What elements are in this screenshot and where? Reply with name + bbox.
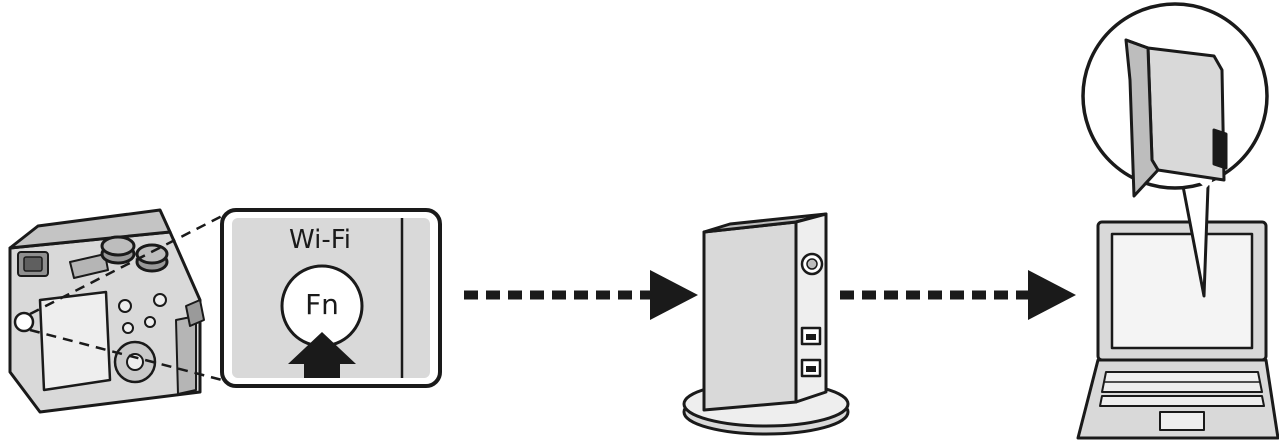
- fn-button-label: Fn: [305, 288, 339, 321]
- fn-button-callout: Wi-Fi Fn: [222, 210, 440, 386]
- flow-arrow-router-to-computer: [840, 270, 1076, 320]
- laptop-icon: [1078, 222, 1278, 438]
- folder-icon: [1126, 40, 1226, 196]
- dashed-arrow-icon: [650, 270, 698, 320]
- dashed-arrow-icon: [1028, 270, 1076, 320]
- wireless-router-icon: [684, 214, 848, 434]
- flow-arrow-camera-to-router: [464, 270, 698, 320]
- wifi-function-label: Wi-Fi: [289, 225, 351, 255]
